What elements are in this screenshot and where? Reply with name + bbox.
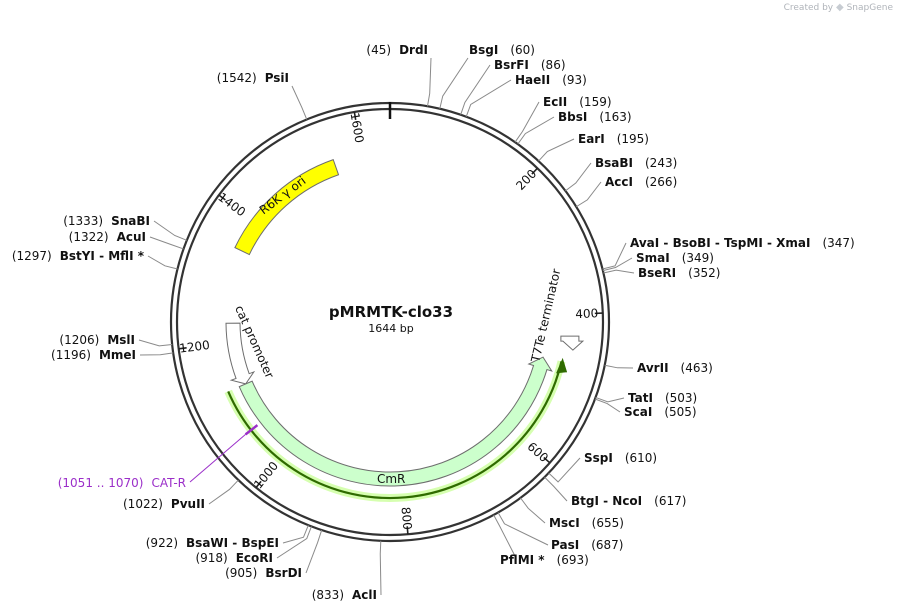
enzyme-leader <box>153 220 187 241</box>
enzyme-label[interactable]: (1322)AcuI <box>69 230 146 244</box>
restriction-sites: (45)DrdI BsgI(60)BsrFI(86)HaeII(93) EcII(1… <box>12 43 855 602</box>
enzyme-label[interactable]: PflMI *(693) <box>500 553 589 567</box>
enzyme-leader <box>548 457 581 483</box>
highlight-line <box>227 361 563 500</box>
enzyme-label[interactable]: AvrII(463) <box>637 361 713 375</box>
tick-mark <box>255 480 262 489</box>
enzyme-leader <box>276 526 312 559</box>
feature-t7te-terminator <box>560 335 585 351</box>
tick-mark <box>543 456 551 464</box>
enzyme-label[interactable]: (1196)MmeI <box>51 348 136 362</box>
primer-annotation: (1051 .. 1070)CAT-R <box>58 424 259 490</box>
feature-label: R6K γ ori <box>257 174 309 218</box>
tick-label: 1600 <box>348 112 367 144</box>
features <box>225 158 585 487</box>
enzyme-label[interactable]: PasI(687) <box>551 538 623 552</box>
tick-mark <box>178 346 187 350</box>
enzyme-leader <box>208 479 239 505</box>
enzyme-label[interactable]: (1297)BstYI - MflI * <box>12 249 145 263</box>
enzyme-label[interactable]: (1206)MslI <box>59 333 135 347</box>
enzyme-label[interactable]: (1542)PsiI <box>217 71 289 85</box>
enzyme-leader <box>595 396 625 403</box>
enzyme-leader <box>594 398 621 413</box>
credit-text: Created by <box>783 3 834 13</box>
feature-label: CmR <box>377 472 405 486</box>
enzyme-leader <box>465 79 512 117</box>
enzyme-leader <box>149 236 184 250</box>
feature-r6k-ori <box>234 158 340 256</box>
tick-label: 400 <box>575 306 598 321</box>
enzyme-label[interactable]: (833)AclI <box>312 588 377 602</box>
enzyme-label[interactable]: BseRI(352) <box>638 266 720 280</box>
enzyme-leader <box>439 57 469 109</box>
enzyme-label[interactable]: MscI(655) <box>549 516 624 530</box>
enzyme-leader <box>493 514 516 557</box>
tick-mark <box>406 526 409 535</box>
primer-label[interactable]: (1051 .. 1070)CAT-R <box>58 476 186 490</box>
tick-mark <box>353 111 357 121</box>
tick-label: 800 <box>399 506 415 530</box>
feature-label: T7Te terminator <box>528 267 563 364</box>
enzyme-label[interactable]: SspI(610) <box>584 451 657 465</box>
enzyme-label[interactable]: SmaI(349) <box>636 251 714 265</box>
enzyme-label[interactable]: TatI(503) <box>628 391 697 405</box>
enzyme-leader <box>138 339 173 347</box>
feature-cmr <box>238 356 553 487</box>
feature-cat-promoter <box>225 322 256 385</box>
tick-mark <box>531 167 538 175</box>
enzyme-label[interactable]: (1333)SnaBI <box>63 214 150 228</box>
primer-leader <box>189 433 246 483</box>
snapgene-logo-icon: ◆ <box>836 2 844 13</box>
plasmid-size: 1644 bp <box>368 322 413 335</box>
plasmid-name: pMRMTK-clo33 <box>329 303 453 321</box>
enzyme-label[interactable]: BbsI(163) <box>558 110 632 124</box>
snapgene-credit: Created by ◆ SnapGene <box>784 2 893 13</box>
enzyme-leader <box>282 525 309 544</box>
tick-label: 1000 <box>251 459 281 492</box>
enzyme-leader <box>602 257 633 272</box>
enzyme-label[interactable]: ScaI(505) <box>624 405 697 419</box>
enzyme-label[interactable]: BsaBI(243) <box>595 156 677 170</box>
tick-mark <box>218 194 226 201</box>
enzyme-label[interactable]: (1022)PvuII <box>123 497 205 511</box>
enzyme-leader <box>520 497 546 524</box>
enzyme-leader <box>379 540 382 596</box>
enzyme-label[interactable]: BsgI(60) <box>469 43 535 57</box>
primer-mark <box>244 424 259 436</box>
enzyme-leader <box>426 57 432 107</box>
cmr-highlight <box>224 357 568 502</box>
tick-label: 1200 <box>179 338 211 356</box>
enzyme-leader <box>291 85 308 120</box>
enzyme-label[interactable]: BtgI - NcoI(617) <box>571 494 686 508</box>
enzyme-leader <box>565 162 592 192</box>
enzyme-label[interactable]: EcII(159) <box>543 95 612 109</box>
enzyme-leader <box>514 101 540 143</box>
enzyme-leader <box>497 512 549 546</box>
enzyme-label[interactable]: AccI(266) <box>605 175 677 189</box>
enzyme-leader <box>538 138 575 162</box>
enzyme-leader <box>544 476 568 502</box>
enzyme-leader <box>305 529 323 574</box>
highlight-arrowhead <box>556 357 568 374</box>
enzyme-label[interactable]: (922)BsaWI - BspEI <box>146 536 279 550</box>
enzyme-leader <box>603 269 635 274</box>
enzyme-label[interactable]: AvaI - BsoBI - TspMI - XmaI(347) <box>630 236 855 250</box>
enzyme-leader <box>575 181 602 208</box>
enzyme-leader <box>517 116 555 145</box>
enzyme-leader <box>460 64 491 115</box>
enzyme-leader <box>139 352 174 356</box>
enzyme-label[interactable]: BsrFI(86) <box>494 58 566 72</box>
enzyme-leader <box>602 242 627 270</box>
enzyme-label[interactable]: HaeII(93) <box>515 73 587 87</box>
credit-app: SnapGene <box>846 3 893 13</box>
enzyme-leader <box>147 255 178 270</box>
enzyme-label[interactable]: (918)EcoRI <box>195 551 273 565</box>
enzyme-label[interactable]: EarI(195) <box>578 132 649 146</box>
tick-label: 1400 <box>215 190 248 219</box>
enzyme-leader <box>604 364 634 369</box>
enzyme-label[interactable]: (45)DrdI <box>366 43 428 57</box>
enzyme-label[interactable]: (905)BsrDI <box>225 566 302 580</box>
